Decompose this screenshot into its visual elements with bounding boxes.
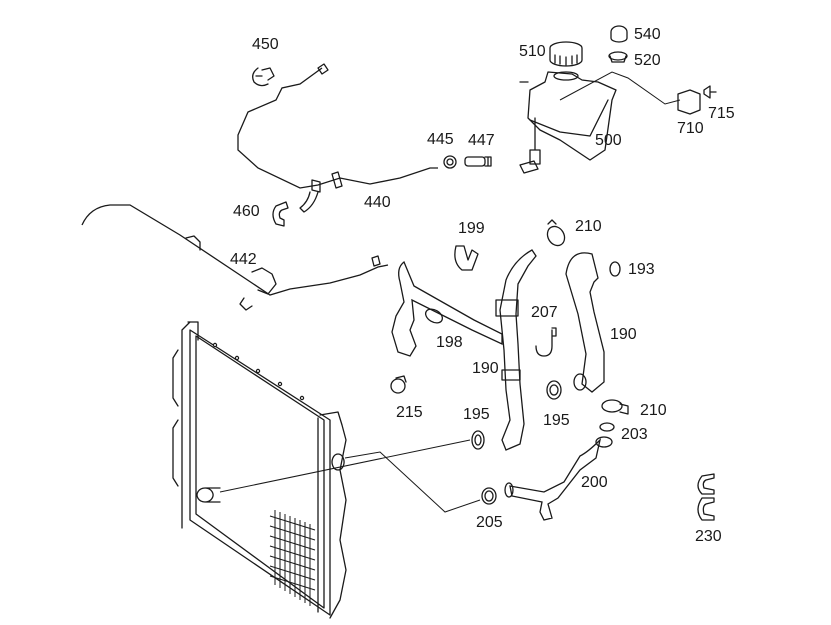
label-447[interactable]: 447 xyxy=(468,132,495,149)
clip-230[interactable] xyxy=(697,473,715,521)
label-540[interactable]: 540 xyxy=(634,26,661,43)
radiator[interactable] xyxy=(172,321,347,619)
cap-540[interactable] xyxy=(610,25,628,43)
label-205[interactable]: 205 xyxy=(476,514,503,531)
label-207[interactable]: 207 xyxy=(531,304,558,321)
hose-440[interactable] xyxy=(237,63,438,213)
clamp-445[interactable] xyxy=(443,155,457,169)
label-210-top[interactable]: 210 xyxy=(575,218,602,235)
label-190-right[interactable]: 190 xyxy=(610,326,637,343)
clip-199[interactable] xyxy=(454,245,479,271)
oring-203[interactable] xyxy=(599,422,615,432)
clamp-210-bottom[interactable] xyxy=(601,399,629,415)
clamp-195-right[interactable] xyxy=(546,380,562,400)
clip-450[interactable] xyxy=(252,67,275,87)
connector-710[interactable] xyxy=(677,89,701,115)
label-450[interactable]: 450 xyxy=(252,36,279,53)
leader-line-195 xyxy=(219,439,471,493)
label-440[interactable]: 440 xyxy=(364,194,391,211)
label-445[interactable]: 445 xyxy=(427,131,454,148)
plug-520[interactable] xyxy=(608,51,628,63)
clamp-215[interactable] xyxy=(390,375,407,394)
clip-207[interactable] xyxy=(535,327,557,357)
label-198[interactable]: 198 xyxy=(436,334,463,351)
label-200[interactable]: 200 xyxy=(581,474,608,491)
label-203[interactable]: 203 xyxy=(621,426,648,443)
hose-200[interactable] xyxy=(504,436,613,521)
label-199[interactable]: 199 xyxy=(458,220,485,237)
connector-447[interactable] xyxy=(464,156,492,167)
label-520[interactable]: 520 xyxy=(634,52,661,69)
label-195-left[interactable]: 195 xyxy=(463,406,490,423)
label-195-right[interactable]: 195 xyxy=(543,412,570,429)
sensor-715[interactable] xyxy=(703,85,717,99)
clamp-210-top[interactable] xyxy=(544,219,568,249)
label-715[interactable]: 715 xyxy=(708,105,735,122)
clip-460[interactable] xyxy=(272,201,289,227)
hose-assembly-442[interactable] xyxy=(81,204,389,311)
label-193[interactable]: 193 xyxy=(628,261,655,278)
label-215[interactable]: 215 xyxy=(396,404,423,421)
oring-193[interactable] xyxy=(609,261,621,277)
label-190-left[interactable]: 190 xyxy=(472,360,499,377)
label-442[interactable]: 442 xyxy=(230,251,257,268)
label-230[interactable]: 230 xyxy=(695,528,722,545)
hose-190-left[interactable] xyxy=(495,249,537,451)
clamp-195-left[interactable] xyxy=(471,430,485,450)
clamp-205[interactable] xyxy=(481,487,497,505)
hose-198[interactable] xyxy=(391,260,503,357)
hose-190-right[interactable] xyxy=(565,252,605,393)
label-210-bottom[interactable]: 210 xyxy=(640,402,667,419)
label-460[interactable]: 460 xyxy=(233,203,260,220)
expansion-tank-500[interactable] xyxy=(519,71,617,174)
leader-line-205 xyxy=(344,451,481,513)
label-510[interactable]: 510 xyxy=(519,43,546,60)
label-500[interactable]: 500 xyxy=(595,132,622,149)
label-710[interactable]: 710 xyxy=(677,120,704,137)
cap-510[interactable] xyxy=(549,41,583,67)
